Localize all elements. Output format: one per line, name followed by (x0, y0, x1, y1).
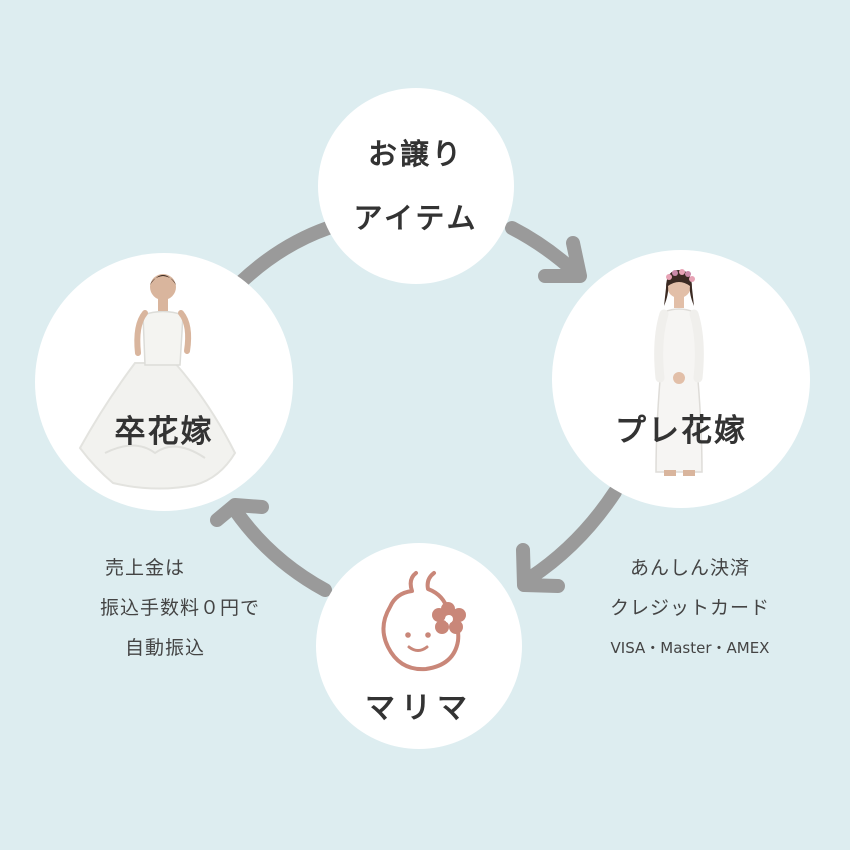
arrow-top-to-right (505, 221, 582, 279)
arrow-bottom-to-left (228, 503, 332, 597)
arrowhead-bottom-to-left (210, 498, 269, 527)
arrowhead-top-to-right (538, 236, 587, 283)
node-items-label-line1: お譲り (367, 137, 464, 171)
node-pre-bride: プレ花嫁 (552, 250, 810, 508)
arrow-right-to-bottom (523, 485, 622, 585)
payout-note-line1: 売上金は (104, 557, 185, 579)
node-items-label-line2: アイテム (353, 201, 479, 235)
payment-note-line1: あんしん決済 (629, 557, 750, 579)
arrow-left-to-top (233, 221, 335, 290)
payout-note: 売上金は 振込手数料０円で 自動振込 (55, 548, 305, 668)
payout-note-line2: 振込手数料０円で (99, 597, 260, 619)
node-items: お譲り アイテム (318, 88, 514, 284)
payment-note-line3: VISA・Master・AMEX (610, 639, 770, 657)
payout-note-line3: 自動振込 (124, 637, 205, 659)
payment-note: あんしん決済 クレジットカード VISA・Master・AMEX (570, 548, 810, 668)
bride-ballgown-image (78, 274, 237, 490)
marima-logo-icon (381, 571, 466, 672)
node-graduated-bride-label: 卒花嫁 (114, 414, 214, 450)
node-graduated-bride: 卒花嫁 (35, 253, 293, 511)
payment-note-line2: クレジットカード (609, 597, 770, 619)
bride-flower-crown-image (654, 269, 704, 476)
node-marima: マリマ (316, 543, 522, 749)
node-marima-label: マリマ (365, 691, 473, 726)
flower-icon (432, 602, 466, 634)
node-pre-bride-label: プレ花嫁 (615, 413, 747, 449)
arrowhead-right-to-bottom (516, 543, 565, 593)
